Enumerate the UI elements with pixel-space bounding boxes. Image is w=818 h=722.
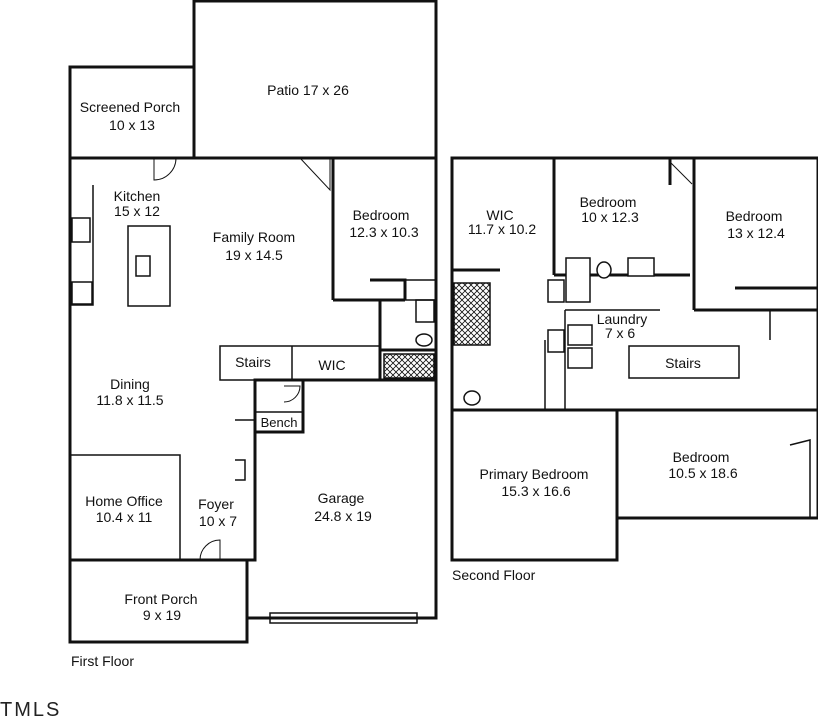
bedroom-1-dims: 12.3 x 10.3 <box>349 224 418 240</box>
foyer-name: Foyer <box>198 496 234 512</box>
office-wall <box>70 454 181 560</box>
stairs-1-name: Stairs <box>235 354 271 370</box>
front-porch-outline <box>68 558 249 644</box>
door-garage <box>283 385 301 403</box>
washer <box>567 324 593 346</box>
dryer <box>567 347 593 369</box>
first-floor <box>68 0 438 644</box>
mls-watermark: TMLS <box>0 699 62 721</box>
stairs-2-box <box>628 345 740 379</box>
dining-dims: 11.8 x 11.5 <box>96 392 163 408</box>
floor-plan: Screened Porch 10 x 13 Patio 17 x 26 Kit… <box>68 0 818 669</box>
vanity-4 <box>627 257 655 277</box>
hall-wall <box>452 408 818 518</box>
bedroom-2-dims: 10 x 12.3 <box>581 209 639 225</box>
laundry-wall <box>544 309 660 410</box>
garage-door <box>269 612 418 624</box>
kitchen-sink <box>135 255 151 277</box>
door-bedroom-2 <box>669 161 693 185</box>
bathtub <box>565 257 591 303</box>
screened-porch-dims: 10 x 13 <box>109 117 155 133</box>
closet-wall <box>769 310 811 518</box>
door-front <box>199 539 221 561</box>
primary-bedroom-dims: 15.3 x 16.6 <box>501 483 570 499</box>
patio-outline <box>192 0 438 160</box>
door-porch <box>153 157 177 181</box>
bench-box <box>254 411 304 433</box>
front-porch-name: Front Porch <box>124 591 197 607</box>
toilet-3 <box>596 261 612 279</box>
second-floor-label: Second Floor <box>452 567 536 583</box>
kitchen-dims: 15 x 12 <box>114 203 160 219</box>
bedroom-2-name: Bedroom <box>580 194 637 210</box>
bedroom-3-name: Bedroom <box>726 208 783 224</box>
stove <box>71 217 91 243</box>
labels: Screened Porch 10 x 13 Patio 17 x 26 Kit… <box>71 82 785 669</box>
wic-2-dims: 11.7 x 10.2 <box>468 221 536 237</box>
patio-name: Patio 17 x 26 <box>267 82 349 98</box>
vanity-2 <box>547 279 565 303</box>
bedroom-4-dims: 10.5 x 18.6 <box>668 465 737 481</box>
family-room-name: Family Room <box>213 229 295 245</box>
bedroom-1-name: Bedroom <box>353 207 410 223</box>
second-floor <box>450 156 818 562</box>
foyer-dims: 10 x 7 <box>199 513 237 529</box>
shower-tile-2 <box>453 282 491 346</box>
closet-slash <box>404 279 437 301</box>
door-patio <box>299 157 331 192</box>
home-office-name: Home Office <box>85 493 163 509</box>
foyer-wall <box>235 419 255 481</box>
laundry-name: Laundry <box>597 311 648 327</box>
wic-2-name: WIC <box>486 207 513 223</box>
toilet-1 <box>415 333 433 347</box>
family-room-dims: 19 x 14.5 <box>225 247 283 263</box>
home-office-dims: 10.4 x 11 <box>96 509 153 525</box>
wic-1-name: WIC <box>318 357 345 373</box>
stairs-2-name: Stairs <box>665 355 701 371</box>
kitchen-name: Kitchen <box>114 188 161 204</box>
bench-name: Bench <box>261 415 298 430</box>
shower-tile-1 <box>383 353 435 379</box>
bedroom-4-name: Bedroom <box>673 449 730 465</box>
fridge <box>71 281 93 305</box>
screened-porch-name: Screened Porch <box>80 99 180 115</box>
vanity-1 <box>415 299 435 323</box>
bedroom-3-wall <box>694 286 818 312</box>
bedroom-3-dims: 13 x 12.4 <box>727 225 785 241</box>
stairs-box <box>219 345 381 381</box>
front-porch-dims: 9 x 19 <box>143 607 181 623</box>
laundry-dims: 7 x 6 <box>605 325 636 341</box>
garage-dims: 24.8 x 19 <box>314 508 372 524</box>
primary-bedroom-name: Primary Bedroom <box>480 466 589 482</box>
first-floor-label: First Floor <box>71 653 134 669</box>
vanity-3 <box>547 329 565 353</box>
wic-wall <box>452 158 556 275</box>
dining-name: Dining <box>110 376 150 392</box>
toilet-2 <box>463 390 481 406</box>
garage-name: Garage <box>318 490 365 506</box>
kitchen-wall <box>70 185 94 306</box>
